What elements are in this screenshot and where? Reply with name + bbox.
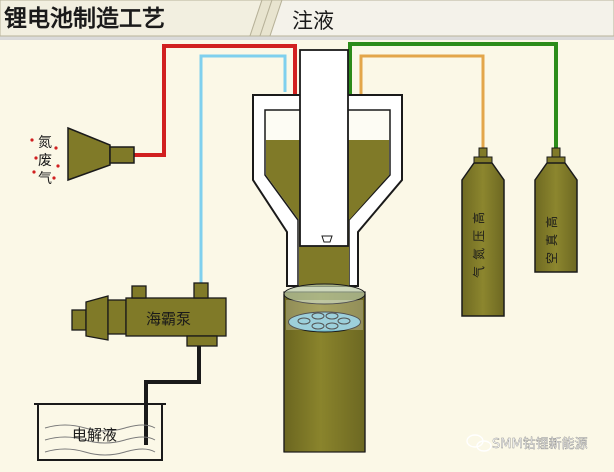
vacuum-tank: 高 真 空 (534, 147, 578, 273)
filling-vessel (252, 49, 403, 287)
electrolyte-tray: 电解液 (34, 403, 166, 461)
orange-nitrogen-line (359, 54, 485, 148)
black-suction-line (144, 340, 201, 445)
green-vacuum-line (348, 42, 558, 148)
jar-cells (297, 312, 351, 330)
nitrogen-tank: 高 压 氮 气 (461, 147, 505, 317)
red-exhaust-line (134, 44, 297, 157)
blue-transfer-line (199, 54, 287, 292)
tank-label-char: 高 (544, 216, 559, 228)
piston-tip (321, 235, 333, 243)
header-band: 锂电池制造工艺 注液 (0, 0, 614, 40)
wechat-icon (466, 434, 492, 452)
tank-label-char: 空 (545, 252, 559, 264)
exhaust-outlet: 氮 废 气 (30, 126, 135, 187)
exhaust-label-char: 废 (38, 153, 52, 169)
battery-jar (283, 283, 366, 453)
exhaust-label-char: 氮 (38, 135, 52, 151)
vessel-piston (299, 49, 349, 247)
tank-label-char: 压 (472, 230, 486, 242)
watermark-text: SMM钴锂新能源 (492, 436, 588, 452)
section-title: 注液 (292, 9, 334, 33)
liquid-waves (44, 424, 156, 456)
tank-label-char: 高 (471, 212, 486, 224)
page-title: 锂电池制造工艺 (4, 6, 165, 32)
pump-label: 海霸泵 (146, 310, 191, 328)
tank-label-char: 气 (471, 266, 486, 278)
electrolyte-label: 电解液 (72, 426, 117, 444)
tank-label-char: 真 (545, 234, 559, 246)
pipe-lines (134, 42, 558, 445)
watermark: SMM钴锂新能源 (466, 434, 588, 452)
exhaust-label-char: 气 (38, 171, 52, 187)
sea-pump: 海霸泵 (71, 282, 227, 347)
tank-label-char: 氮 (471, 248, 486, 260)
